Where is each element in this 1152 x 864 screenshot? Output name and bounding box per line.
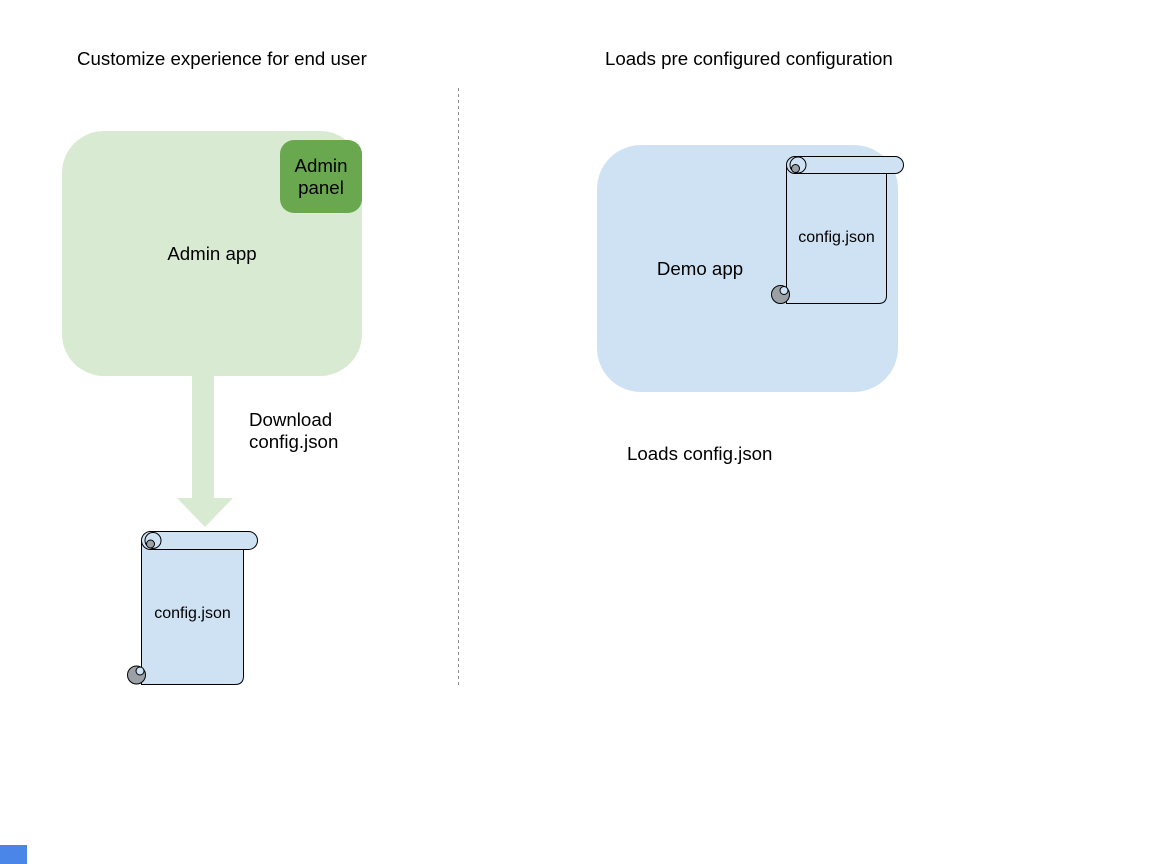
demo-app-label: Demo app — [656, 258, 744, 279]
scroll-top-curl-inner — [146, 539, 155, 549]
loads-config-caption: Loads config.json — [627, 443, 773, 464]
scroll-top-roll — [141, 531, 258, 550]
demo-app-box: Demo app — [597, 145, 898, 392]
partial-blue-shape — [0, 845, 27, 864]
download-arrow-shape — [177, 374, 233, 527]
scroll-body — [141, 540, 244, 685]
admin-panel-box: Admin panel — [280, 140, 362, 213]
download-label-line2: config.json — [249, 431, 339, 452]
admin-app-label: Admin app — [167, 242, 257, 264]
config-json-scroll-left: config.json — [127, 531, 258, 685]
config-json-label-left: config.json — [154, 605, 231, 622]
download-label-line1: Download — [249, 409, 333, 430]
scroll-bottom-curl — [127, 665, 146, 685]
scroll-bottom-curl-inner — [135, 666, 145, 676]
download-config-label: Download config.json — [249, 409, 338, 453]
right-section-title: Loads pre configured configuration — [605, 48, 893, 69]
admin-app-box: Admin app Admin panel — [62, 131, 362, 376]
admin-panel-label: Admin panel — [294, 154, 348, 198]
section-divider — [458, 88, 459, 686]
scroll-top-curl — [144, 532, 162, 549]
left-section-title: Customize experience for end user — [77, 48, 367, 69]
